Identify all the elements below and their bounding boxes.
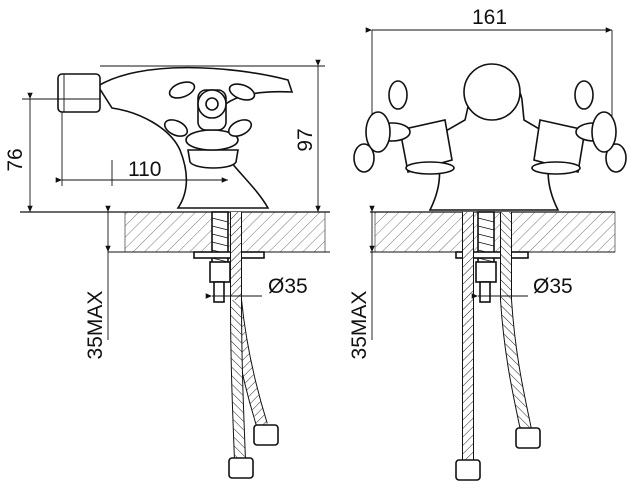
front-max-thickness-label: 35MAX — [348, 291, 371, 360]
front-right-cross-handle — [574, 80, 627, 173]
side-width-label: 110 — [128, 158, 161, 181]
front-countertop — [374, 211, 616, 253]
side-height-total-label: 97 — [294, 128, 317, 151]
side-diameter-label: Ø35 — [268, 275, 308, 298]
front-diameter-label: Ø35 — [533, 275, 573, 298]
side-height-spout-label: 76 — [4, 148, 27, 171]
side-view: 76 97 110 35MAX Ø35 — [4, 59, 330, 479]
side-spout-nozzle — [57, 73, 101, 113]
side-max-thickness-label: 35MAX — [84, 291, 107, 360]
side-cross-handle — [163, 81, 256, 137]
front-width-label: 161 — [472, 6, 507, 29]
front-left-cross-handle — [353, 80, 411, 173]
front-view: 161 — [348, 6, 627, 481]
